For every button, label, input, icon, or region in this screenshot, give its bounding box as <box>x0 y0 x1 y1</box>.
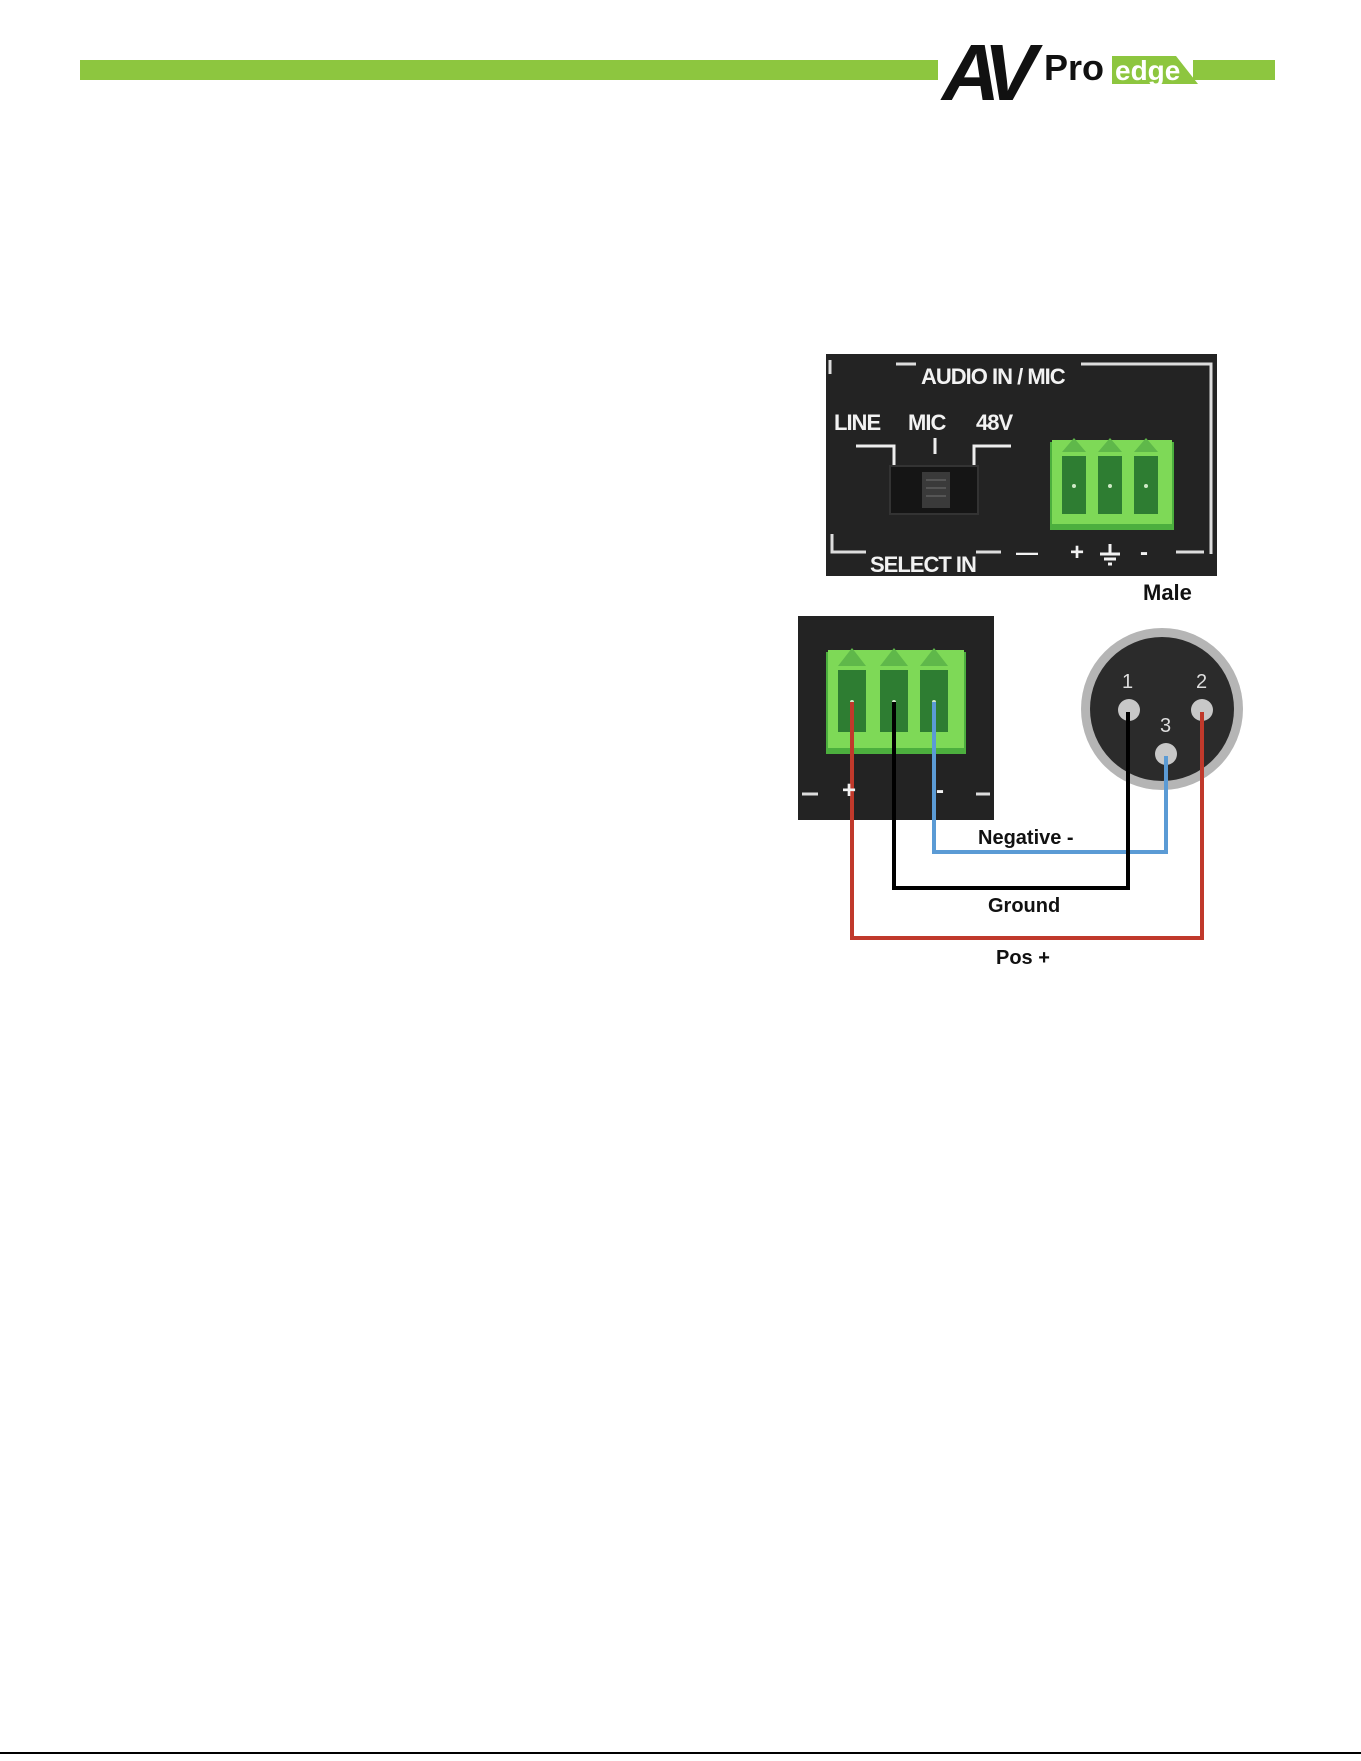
header-accent-bar <box>80 60 938 80</box>
pin-label-3: 3 <box>1160 715 1171 737</box>
panel-terminal-block <box>1050 438 1174 530</box>
closeup-polarity-minus: - <box>936 777 944 804</box>
label-select-in: SELECT IN <box>870 552 976 576</box>
logo-av: AV <box>940 28 1043 112</box>
polarity-minus: - <box>1140 539 1148 566</box>
xlr-male-connector <box>1081 628 1243 790</box>
header-accent-bar-right <box>1193 60 1275 80</box>
logo-edge: edge <box>1115 55 1180 86</box>
wire-label-positive: Pos + <box>996 947 1050 969</box>
wire-label-negative: Negative - <box>978 827 1074 849</box>
polarity-dash-left: — <box>1016 540 1038 565</box>
label-line: LINE <box>834 410 880 435</box>
panel-title: AUDIO IN / MIC <box>921 364 1066 389</box>
footer-rule <box>0 1752 1361 1754</box>
pin-label-2: 2 <box>1196 671 1207 693</box>
wire-label-ground: Ground <box>988 895 1060 917</box>
audio-in-panel-photo: AUDIO IN / MIC LINE MIC 48V SELECT IN — … <box>826 354 1217 576</box>
label-mic: MIC <box>908 410 946 435</box>
closeup-polarity-plus: + <box>842 777 856 804</box>
logo-pro: Pro <box>1044 47 1104 88</box>
xlr-wiring-diagram: Male 1 2 3 + - Negative - Ground Pos + <box>798 576 1268 986</box>
label-48v: 48V <box>976 410 1013 435</box>
connector-label-male: Male <box>1143 580 1192 605</box>
pin-label-1: 1 <box>1122 671 1133 693</box>
avproedge-logo: AV Pro edge <box>940 28 1200 112</box>
polarity-plus: + <box>1070 539 1084 566</box>
